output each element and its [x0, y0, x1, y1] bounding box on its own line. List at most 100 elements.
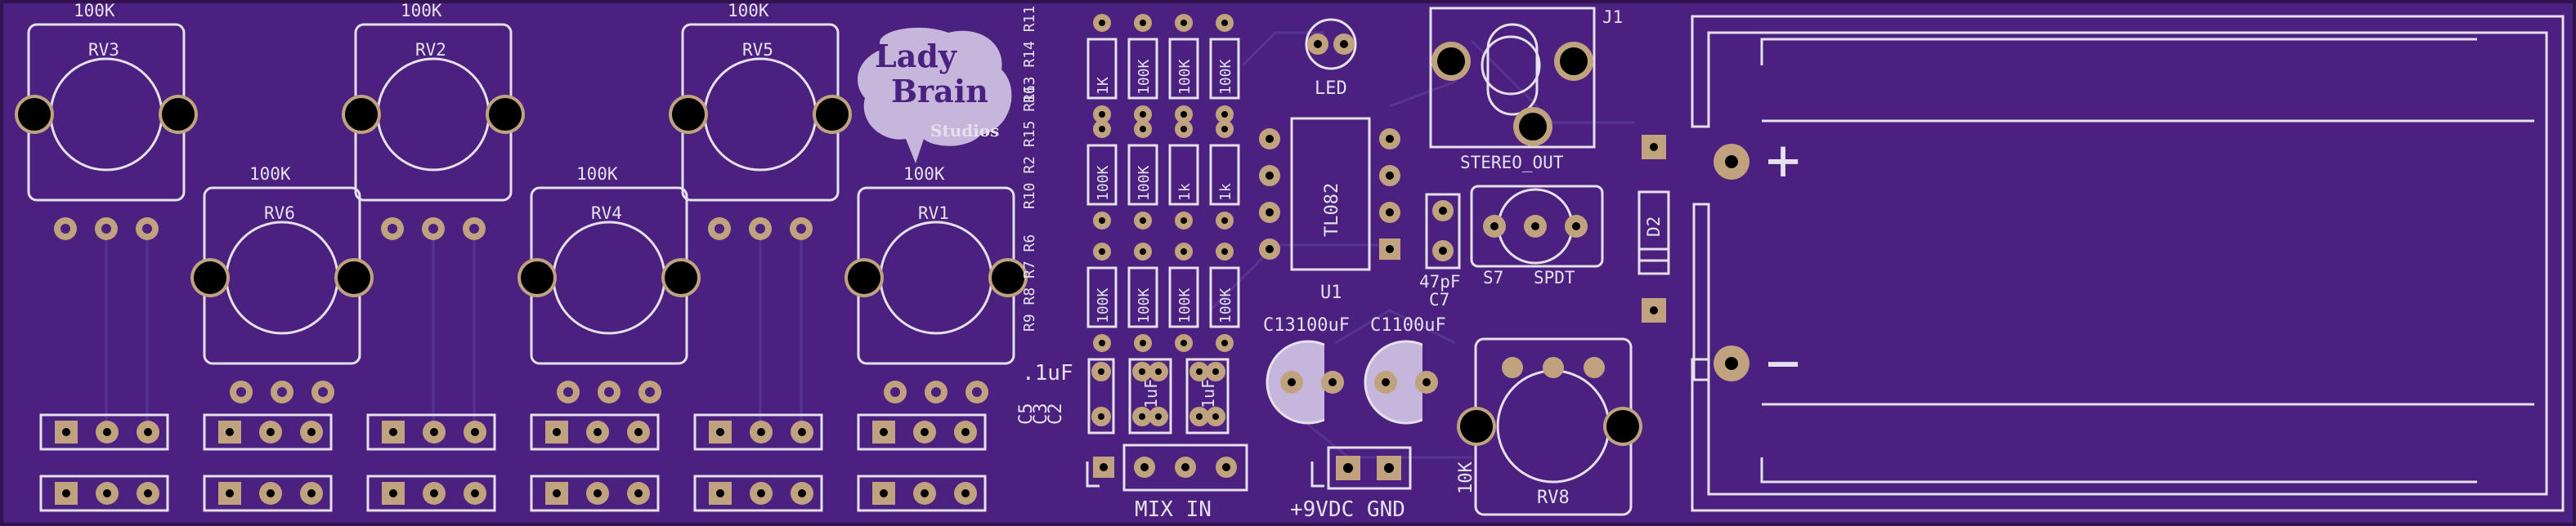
ic-pin-hole: [1386, 245, 1394, 253]
resistor-hole-bottom: [1221, 340, 1228, 346]
diode-d2: D2: [1637, 135, 1670, 323]
cap-c1: C1100uF: [1364, 315, 1463, 425]
led-outline: [1305, 18, 1357, 70]
battery-plus-hole: [1725, 155, 1738, 168]
power-label: +9VDC GND: [1290, 497, 1405, 522]
jack-label: STEREO_OUT: [1460, 153, 1564, 172]
pot-lug-left-hole: [672, 98, 705, 131]
ic-outline: [1290, 117, 1371, 271]
mix-in-hole: [1100, 463, 1108, 471]
resistor-hole-bottom: [1099, 111, 1105, 118]
resistor-hole-bottom: [1140, 217, 1146, 224]
pot-pin-hole: [388, 224, 397, 234]
jack-hole-1: [1437, 47, 1465, 75]
resistor-body: [1209, 144, 1240, 206]
pot-header-outline: [203, 413, 333, 451]
small-cap-hole: [1139, 368, 1145, 375]
resistor-value: 100K: [1095, 165, 1112, 201]
pot-lug-right-hole: [665, 261, 697, 294]
battery-minus-hole: [1725, 357, 1738, 370]
resistor-hole-top: [1221, 248, 1228, 255]
jack-hole-3: [1519, 113, 1547, 140]
mix-in-outline: [1122, 444, 1248, 492]
resistor-hole-top: [1221, 20, 1228, 26]
mix-in-hole: [1140, 463, 1149, 471]
small-cap-outline-1: [1087, 358, 1115, 435]
ic-u1: TL082 U1: [1259, 117, 1400, 303]
diode-body: [1637, 190, 1670, 275]
resistor-body: [1086, 266, 1118, 328]
pot-pin-hole: [931, 387, 941, 397]
mix-in-hole: [1222, 463, 1230, 471]
pot-header-hole: [430, 428, 438, 436]
jack-outline: [1429, 7, 1596, 149]
pot-ref-label: RV2: [415, 40, 446, 60]
pot-header-hole: [757, 489, 765, 497]
pot-header-hole: [798, 428, 806, 436]
pot-lug-left-hole: [848, 261, 880, 294]
pot-header-hole: [267, 428, 275, 436]
resistor-hole-bottom: [1180, 217, 1187, 224]
resistor-value: 100K: [1176, 59, 1194, 95]
pot-header-outline: [857, 475, 987, 512]
logo-line1: Lady: [875, 38, 957, 74]
switch-hole-3: [1572, 222, 1580, 230]
pot-pin-hole: [318, 387, 328, 397]
cap-c7: 47pF C7: [1419, 193, 1461, 310]
resistor-value: 100K: [1136, 165, 1153, 201]
pot-header-hole: [62, 489, 70, 497]
jack-ring: [1481, 35, 1541, 96]
resistor-value: 1k: [1176, 183, 1194, 201]
led-hole-a: [1314, 40, 1322, 48]
small-cap-body-label-2: 1uF: [1198, 379, 1218, 408]
ic-pin-hole: [1266, 172, 1274, 180]
pot-header-hole: [921, 489, 929, 497]
c1-hole-2: [1422, 378, 1431, 386]
diode-ref: D2: [1644, 216, 1664, 237]
battery-terminals: + −: [1714, 127, 1800, 396]
pot-pin-hole: [645, 387, 655, 397]
power-pin1-mark: [1310, 461, 1324, 488]
pot-header-hole: [553, 428, 561, 436]
small-cap-hole: [1098, 368, 1104, 375]
battery-spring-top: [1760, 38, 2477, 65]
pot-lug-left-hole: [521, 261, 553, 294]
pot-header-hole: [307, 489, 316, 497]
diode-hole-2: [1650, 306, 1658, 314]
jack-hole-2: [1560, 47, 1588, 75]
resistor-hole-bottom: [1099, 340, 1105, 346]
c7-hole-2: [1439, 247, 1447, 255]
pot-pin-hole: [277, 387, 287, 397]
pot-header-hole: [757, 428, 765, 436]
pot-pin-hole: [101, 224, 111, 234]
resistor-hole-top: [1099, 20, 1105, 26]
resistor-hole-bottom: [1221, 217, 1228, 224]
cap-c13: C13100uF: [1263, 315, 1365, 425]
pot-header-hole: [553, 489, 561, 497]
resistor-hole-top: [1180, 126, 1187, 132]
c13-hole-1: [1288, 378, 1296, 386]
pot-header-hole: [144, 428, 152, 436]
rv8-lug-right-hole: [1606, 410, 1639, 443]
pot-pin-hole: [755, 224, 765, 234]
resistor-hole-bottom: [1221, 111, 1228, 118]
led-hole-k: [1340, 40, 1348, 48]
small-cap-outline-3: [1185, 358, 1230, 435]
small-cap-hole: [1212, 368, 1219, 375]
small-cap-ref: C5: [1016, 403, 1037, 426]
switch-outline: [1470, 185, 1604, 268]
resistor-refs: R9 R8 R7 R6: [1021, 234, 1038, 332]
pot-header-outline: [857, 413, 987, 451]
rv8-pin-1: [1502, 357, 1523, 378]
pot-pin-hole: [60, 224, 70, 234]
jack-ref: J1: [1602, 7, 1623, 27]
pot-header-hole: [798, 489, 806, 497]
ic-pin-hole: [1266, 208, 1274, 216]
diode-band: [1637, 247, 1670, 262]
pot-header-outline: [203, 475, 333, 512]
pot-header-hole: [921, 428, 929, 436]
